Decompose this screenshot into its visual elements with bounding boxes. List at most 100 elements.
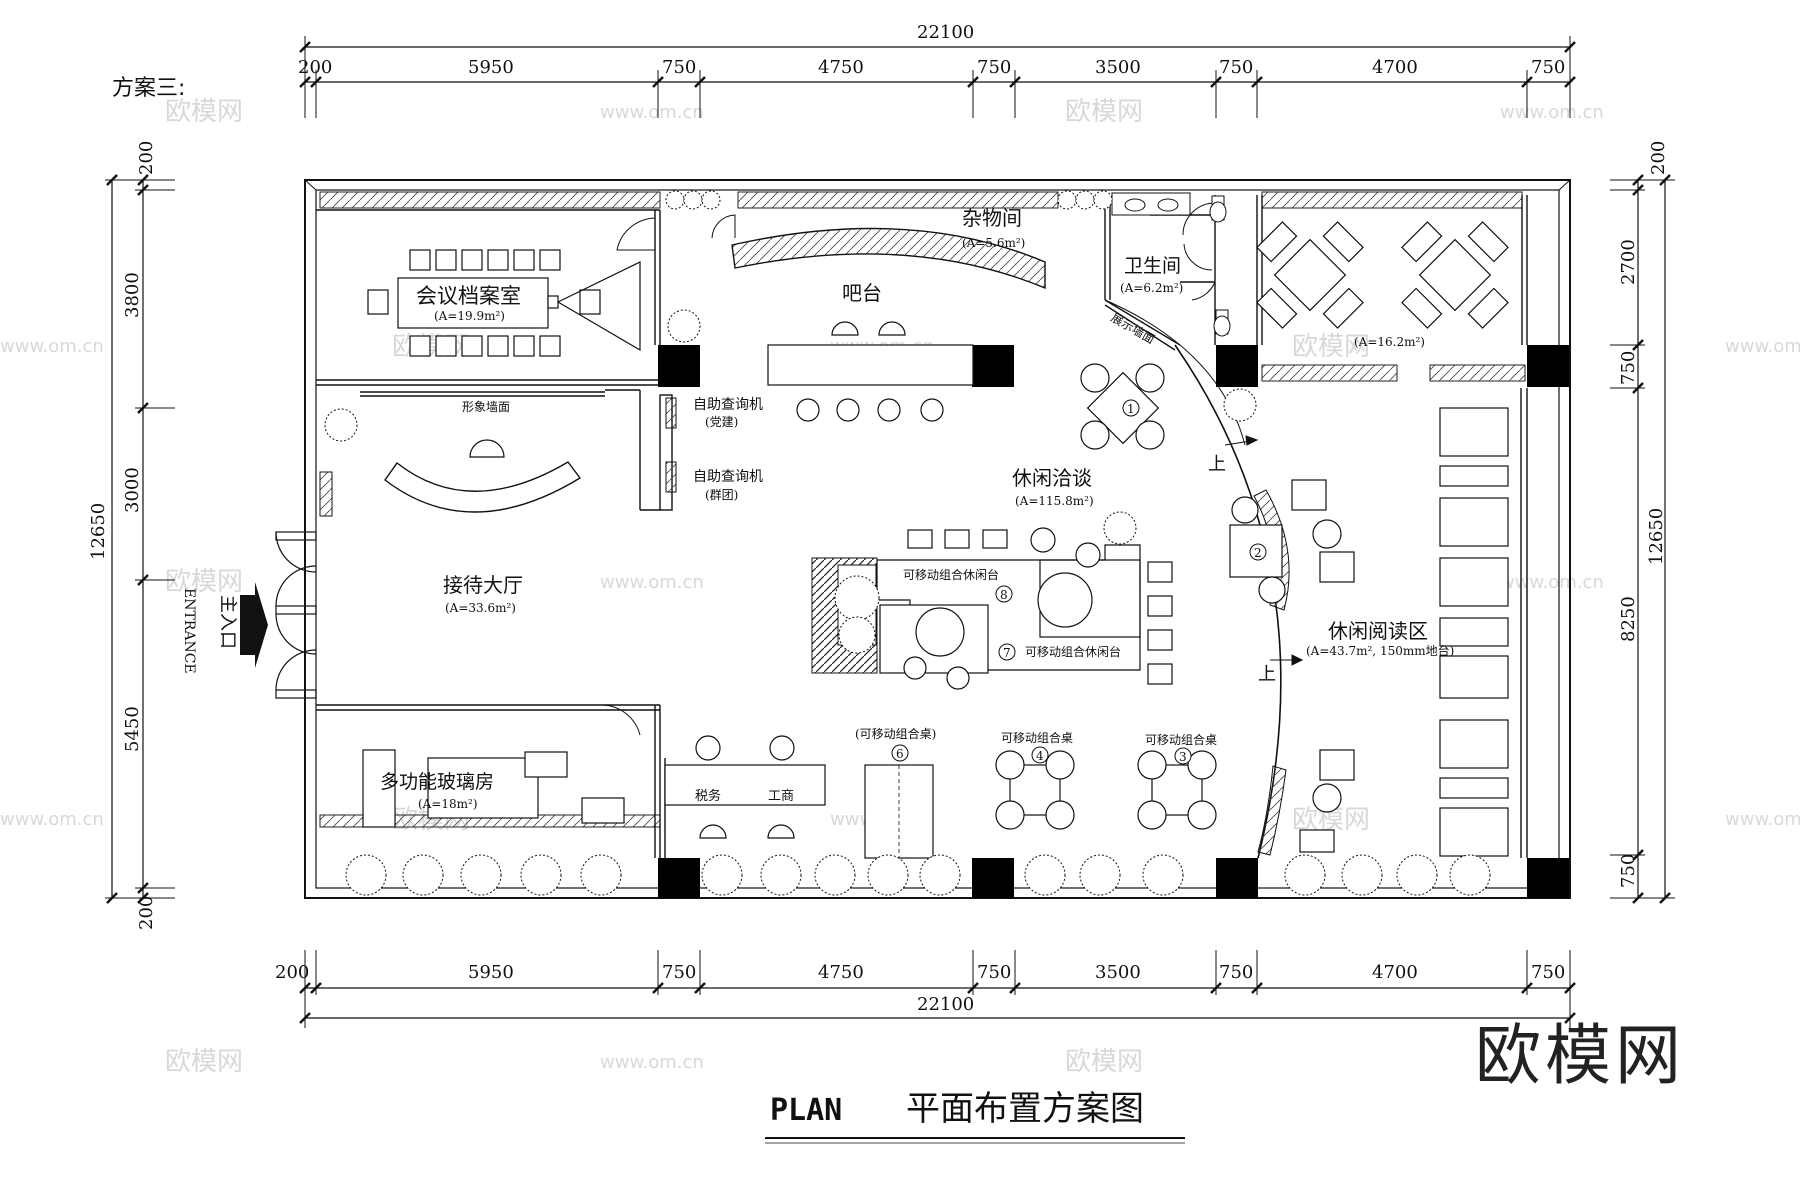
combo-table-6-label: (可移动组合桌) bbox=[855, 726, 936, 741]
meeting-room-area: (A=19.9m²) bbox=[434, 309, 505, 323]
glass-room-area: (A=18m²) bbox=[418, 797, 478, 811]
bottom-dim-label: 4750 bbox=[818, 962, 864, 983]
watermark-url: www.om.cn bbox=[1725, 809, 1800, 830]
meeting-room-name: 会议档案室 bbox=[416, 284, 521, 308]
title-en: PLAN bbox=[770, 1093, 842, 1128]
right-dim-label: 2700 bbox=[1618, 239, 1639, 285]
marker-1: 1 bbox=[1122, 399, 1140, 417]
marker-4: 4 bbox=[1031, 746, 1049, 764]
scheme-label: 方案三: bbox=[112, 76, 185, 101]
marker-3-number: 3 bbox=[1179, 750, 1187, 764]
watermark-url: www.om.cn bbox=[0, 809, 104, 830]
step-up-label: 上 bbox=[1208, 454, 1226, 475]
watermark-url: www.om.cn bbox=[1725, 336, 1800, 357]
reading-name: 休闲阅读区 bbox=[1328, 619, 1428, 643]
lounge-combo-tables bbox=[876, 527, 1173, 690]
interior-walls bbox=[316, 195, 1528, 858]
service-desk bbox=[664, 735, 826, 839]
entrance-en: ENTRANCE bbox=[181, 588, 197, 674]
bottom-dim-label: 750 bbox=[662, 962, 696, 983]
reading-sofas bbox=[1291, 407, 1509, 857]
lounge-table-2 bbox=[1229, 496, 1286, 604]
kiosk-2-name: 自助查询机 bbox=[693, 469, 763, 485]
top-dim-label: 200 bbox=[298, 57, 332, 78]
table-markers: 1 2 3 4 6 7 8 bbox=[891, 399, 1267, 765]
top-dim-label: 5950 bbox=[468, 57, 514, 78]
watermark-url: www.om.cn bbox=[600, 572, 704, 593]
combo-table-4-label: 可移动组合桌 bbox=[1001, 730, 1073, 745]
kiosk-1-name: 自助查询机 bbox=[693, 397, 763, 413]
commerce-label: 工商 bbox=[768, 789, 794, 804]
watermark-brand: 欧模网 bbox=[165, 1047, 243, 1077]
entrance-name: 主入口 bbox=[217, 595, 238, 649]
reception-area: (A=33.6m²) bbox=[445, 601, 516, 615]
display-board bbox=[319, 471, 333, 517]
reading-curved-shelf bbox=[1257, 765, 1287, 856]
entrance-arrow-icon bbox=[240, 582, 268, 668]
furniture-labels: 可移动组合休闲台 可移动组合休闲台 (可移动组合桌) 可移动组合桌 可移动组合桌 bbox=[855, 567, 1217, 747]
storage-area: (A=5.6m²) bbox=[962, 236, 1025, 250]
bottom-dim-label: 750 bbox=[1219, 962, 1253, 983]
marker-6: 6 bbox=[891, 744, 909, 762]
drawing-title: PLAN 平面布置方案图 bbox=[765, 1089, 1185, 1144]
right-total-label: 12650 bbox=[1646, 508, 1667, 565]
toilet-name: 卫生间 bbox=[1124, 255, 1181, 277]
left-total-label: 12650 bbox=[88, 503, 109, 560]
step-up-labels: 上 上 bbox=[1208, 454, 1276, 685]
room-labels: 会议档案室 (A=19.9m²) 杂物间 (A=5.6m²) 吧台 卫生间 (A… bbox=[181, 206, 1454, 811]
left-dim-label: 3000 bbox=[122, 467, 143, 513]
bottom-total-label: 22100 bbox=[917, 994, 974, 1015]
combo-table-4 bbox=[995, 750, 1075, 830]
watermark-brand: 欧模网 bbox=[165, 97, 243, 127]
top-dimensions bbox=[299, 36, 1576, 118]
marker-4-number: 4 bbox=[1036, 749, 1044, 763]
top-dim-label: 750 bbox=[1219, 57, 1253, 78]
bottom-dim-label: 750 bbox=[977, 962, 1011, 983]
marker-8: 8 bbox=[995, 585, 1013, 603]
top-dim-label: 3500 bbox=[1095, 57, 1141, 78]
watermark-url: www.om.cn bbox=[1500, 102, 1604, 123]
plants bbox=[324, 190, 1491, 896]
left-dimension-labels: 12650 200 3800 3000 5450 200 bbox=[88, 141, 157, 930]
step-up-arrows bbox=[1224, 435, 1304, 666]
bottom-dim-label: 3500 bbox=[1095, 962, 1141, 983]
top-right-room-furniture bbox=[1256, 221, 1509, 329]
glass-room-furniture bbox=[362, 749, 625, 828]
image-wall-label: 形象墙面 bbox=[462, 400, 510, 414]
watermark-url: www.om.cn bbox=[1500, 572, 1604, 593]
top-dim-label: 4750 bbox=[818, 57, 864, 78]
right-dim-label: 750 bbox=[1618, 854, 1639, 888]
kiosk-1-sub: (党建) bbox=[705, 414, 738, 429]
marker-7-number: 7 bbox=[1003, 646, 1011, 660]
reception-name: 接待大厅 bbox=[443, 573, 523, 597]
lounge-name: 休闲洽谈 bbox=[1012, 466, 1092, 490]
right-dim-label: 750 bbox=[1618, 351, 1639, 385]
toilet-fixtures bbox=[1111, 192, 1231, 337]
glass-partitions bbox=[319, 191, 1526, 828]
top-dim-label: 750 bbox=[977, 57, 1011, 78]
marker-7: 7 bbox=[998, 643, 1016, 661]
watermark-url: www.om.cn bbox=[0, 336, 104, 357]
left-dim-label: 200 bbox=[136, 896, 157, 930]
marker-2: 2 bbox=[1249, 543, 1267, 561]
storage-name: 杂物间 bbox=[962, 206, 1022, 230]
bar-counter bbox=[767, 321, 974, 422]
combo-table-3-label: 可移动组合桌 bbox=[1145, 732, 1217, 747]
lounge-table-7-label: 可移动组合休闲台 bbox=[1025, 644, 1121, 659]
storage-curved-wall bbox=[731, 227, 1046, 290]
watermark-brand: 欧模网 bbox=[1065, 97, 1143, 127]
right-dimension-labels: 200 2700 750 8250 750 12650 bbox=[1618, 141, 1669, 888]
bottom-dim-label: 4700 bbox=[1372, 962, 1418, 983]
step-up-label: 上 bbox=[1258, 664, 1276, 685]
bottom-dimensions bbox=[299, 950, 1576, 1028]
brand-logo: 欧模网 bbox=[1475, 1017, 1685, 1094]
left-dim-label: 200 bbox=[136, 141, 157, 175]
meeting-room-furniture bbox=[367, 249, 641, 357]
top-right-area: (A=16.2m²) bbox=[1354, 335, 1425, 349]
left-dim-label: 5450 bbox=[122, 706, 143, 752]
bar-name: 吧台 bbox=[842, 281, 882, 305]
reading-area: (A=43.7m², 150mm地台) bbox=[1306, 643, 1454, 658]
marker-6-number: 6 bbox=[896, 747, 904, 761]
lounge-area: (A=115.8m²) bbox=[1015, 494, 1094, 508]
